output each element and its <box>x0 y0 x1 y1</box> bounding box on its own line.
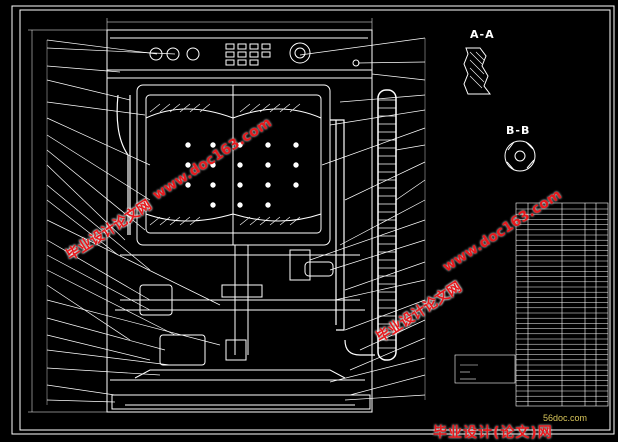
hoses <box>116 94 375 356</box>
section-a-detail <box>463 47 491 95</box>
motor-assembly <box>110 245 365 381</box>
footer-watermark: 56doc.com 毕业设计(论文)网 <box>433 412 615 441</box>
leader-lines-left <box>46 39 221 405</box>
footer-site-text: 毕业设计(论文)网 <box>433 425 553 441</box>
parts-list-table <box>515 202 609 407</box>
cabinet-outline <box>106 29 373 413</box>
drum <box>136 84 331 246</box>
drum-hatch <box>149 103 301 226</box>
section-b-detail <box>504 140 536 172</box>
title-block <box>454 354 516 384</box>
drum-holes <box>185 142 299 208</box>
dimension-lines <box>28 18 373 413</box>
control-panel <box>149 42 360 67</box>
parts-list-rows <box>516 208 608 402</box>
footer-logo-text: 56doc.com <box>543 413 588 423</box>
section-b-label: B-B <box>506 124 531 137</box>
section-a-label: A-A <box>470 28 495 41</box>
inner-border <box>19 9 611 431</box>
leader-lines-right <box>299 37 426 401</box>
outer-border <box>11 5 615 435</box>
